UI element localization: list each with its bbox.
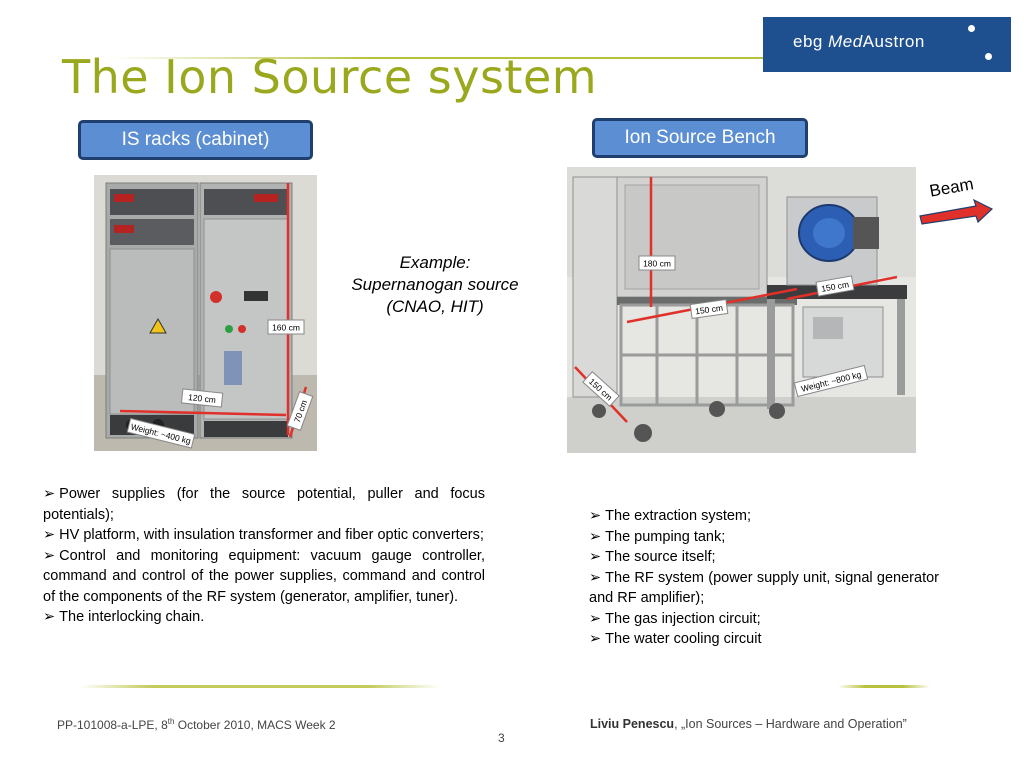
list-item: ➢The interlocking chain. [43, 609, 205, 625]
arrow-bullet-icon: ➢ [589, 631, 602, 647]
list-item: ➢HV platform, with insulation transforme… [43, 527, 484, 543]
svg-text:160 cm: 160 cm [272, 323, 300, 333]
cabinet-label: IS racks (cabinet) [78, 120, 313, 160]
bench-height-tag: 180 cm [638, 255, 676, 271]
page-number: 3 [498, 731, 505, 745]
svg-text:150 cm: 150 cm [695, 303, 724, 317]
footer-rule-left [80, 685, 440, 688]
slide-title: The Ion Source system [62, 50, 598, 104]
footer-reference: PP-101008-a-LPE, 8th October 2010, MACS … [57, 717, 336, 732]
bench-front-width-tag: 150 cm [689, 298, 729, 320]
footer-author: Liviu Penescu, „Ion Sources – Hardware a… [590, 717, 907, 731]
arrow-bullet-icon: ➢ [43, 527, 56, 543]
cabinet-depth-tag: 70 cm [286, 391, 314, 431]
svg-text:150 cm: 150 cm [820, 279, 849, 294]
arrow-bullet-icon: ➢ [589, 528, 602, 545]
list-item: ➢The source itself; [589, 549, 716, 565]
arrow-bullet-icon: ➢ [43, 547, 56, 564]
list-item: ➢The gas injection circuit; [589, 610, 761, 627]
header-rule [110, 57, 765, 59]
arrow-bullet-icon: ➢ [589, 610, 602, 627]
example-caption: Example: Supernanogan source (CNAO, HIT) [351, 253, 519, 316]
arrow-bullet-icon: ➢ [589, 549, 602, 565]
bench-label: Ion Source Bench [592, 118, 808, 158]
cabinet-photo: 160 cm 120 cm 70 cm Weight: ~400 kg [94, 175, 317, 451]
svg-text:180 cm: 180 cm [643, 259, 671, 269]
list-item: ➢The water cooling circuit [589, 631, 762, 647]
bench-right-width-tag: 150 cm [815, 275, 855, 297]
arrow-bullet-icon: ➢ [589, 569, 602, 586]
cabinet-bullet-list: ➢Power supplies (for the source potentia… [43, 484, 485, 628]
list-item: ➢Control and monitoring equipment: vacuu… [43, 547, 485, 605]
cabinet-height-tag: 160 cm [267, 319, 305, 335]
arrow-bullet-icon: ➢ [43, 609, 56, 625]
bench-bullet-list: ➢The extraction system; ➢The pumping tan… [589, 506, 939, 650]
svg-text:120 cm: 120 cm [188, 392, 217, 405]
list-item: ➢The pumping tank; [589, 528, 726, 545]
list-item: ➢Power supplies (for the source potentia… [43, 486, 485, 523]
cabinet-width-tag: 120 cm [180, 388, 224, 408]
list-item: ➢The RF system (power supply unit, signa… [589, 569, 939, 607]
footer-rule-right [838, 685, 930, 688]
medaustron-logo: ebg MedAustron [763, 17, 1011, 72]
bench-photo: 180 cm 150 cm 150 cm 150 cm Weight: ~800… [567, 167, 916, 453]
arrow-bullet-icon: ➢ [43, 486, 56, 502]
arrow-bullet-icon: ➢ [589, 508, 602, 524]
list-item: ➢The extraction system; [589, 508, 752, 524]
beam-arrow-icon [919, 198, 994, 225]
